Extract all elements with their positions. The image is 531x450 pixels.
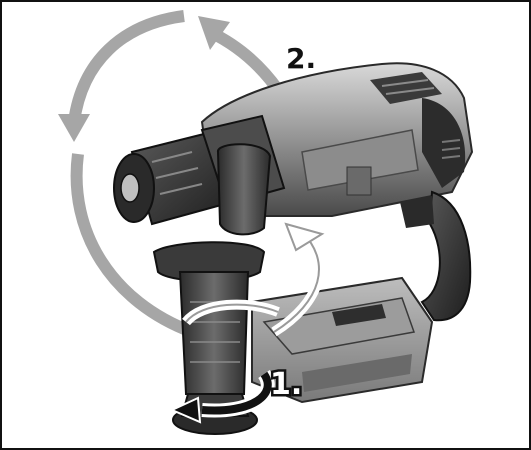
step-label-1: 1. xyxy=(268,365,305,405)
twist-arrow xyxy=(169,369,275,424)
step-label-2-text: 2. xyxy=(286,42,316,75)
rotation-arrow-small xyxy=(182,222,325,337)
step-label-2: 2. xyxy=(286,42,316,75)
rear-handle xyxy=(400,190,472,322)
step-label-1-text: 1. xyxy=(270,367,302,402)
